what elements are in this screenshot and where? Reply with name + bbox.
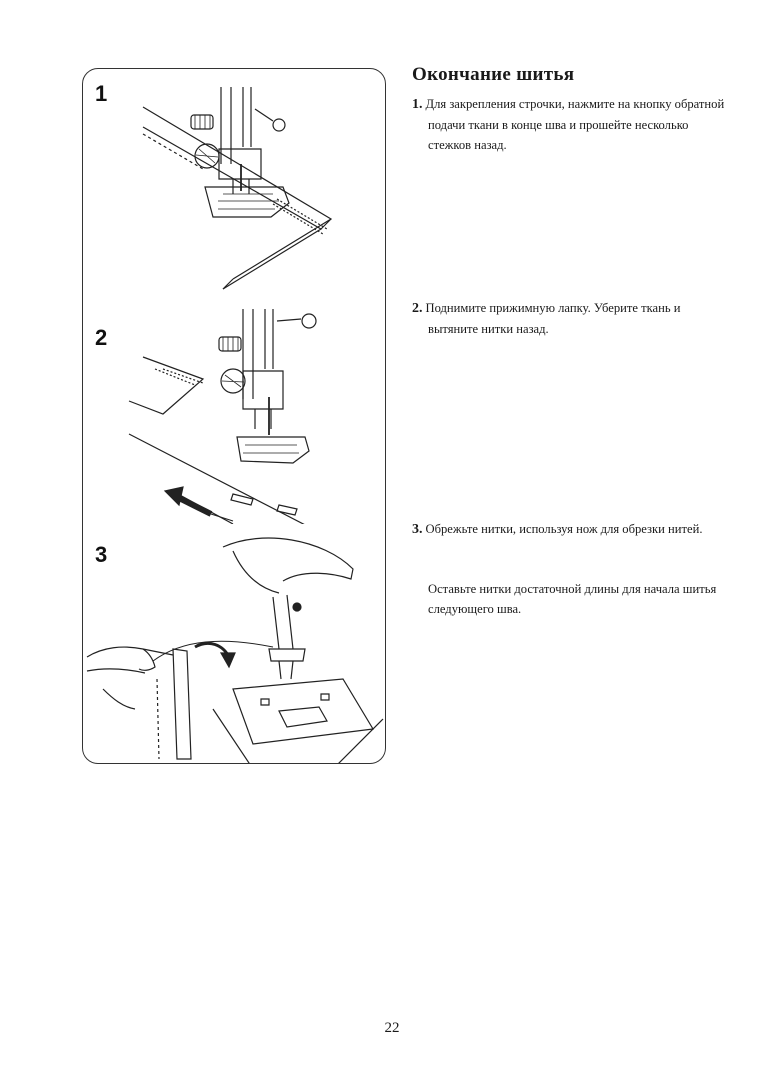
page-number: 22 <box>384 1020 400 1036</box>
step-1-text: Для закрепления строчки, нажмите на кноп… <box>425 97 725 152</box>
illustration-panel: 1 2 <box>82 68 386 764</box>
cut-threads-illustration <box>86 537 384 763</box>
step-2-text: Поднимите прижимную лапку. Уберите ткань… <box>425 301 681 336</box>
figure-number-2: 2 <box>95 325 108 350</box>
thread-length-note: Оставьте нитки достаточной длины для нач… <box>428 582 717 616</box>
step-3-text: Обрежьте нитки, используя нож для обрезк… <box>425 522 703 536</box>
presser-foot-reverse-stitch-illustration <box>142 87 333 290</box>
remove-fabric-illustration <box>128 309 317 524</box>
step-2: 2.Поднимите прижимную лапку. Уберите тка… <box>412 298 732 339</box>
step-3: 3.Обрежьте нитки, используя нож для обре… <box>412 519 732 540</box>
figure-number-1: 1 <box>95 81 108 106</box>
step-3-number: 3. <box>412 522 423 537</box>
step-2-number: 2. <box>412 301 423 316</box>
step-1-number: 1. <box>412 97 423 112</box>
figure-number-3: 3 <box>95 542 108 567</box>
step-1: 1.Для закрепления строчки, нажмите на кн… <box>412 94 732 155</box>
page-title: Окончание шитья <box>412 64 575 85</box>
